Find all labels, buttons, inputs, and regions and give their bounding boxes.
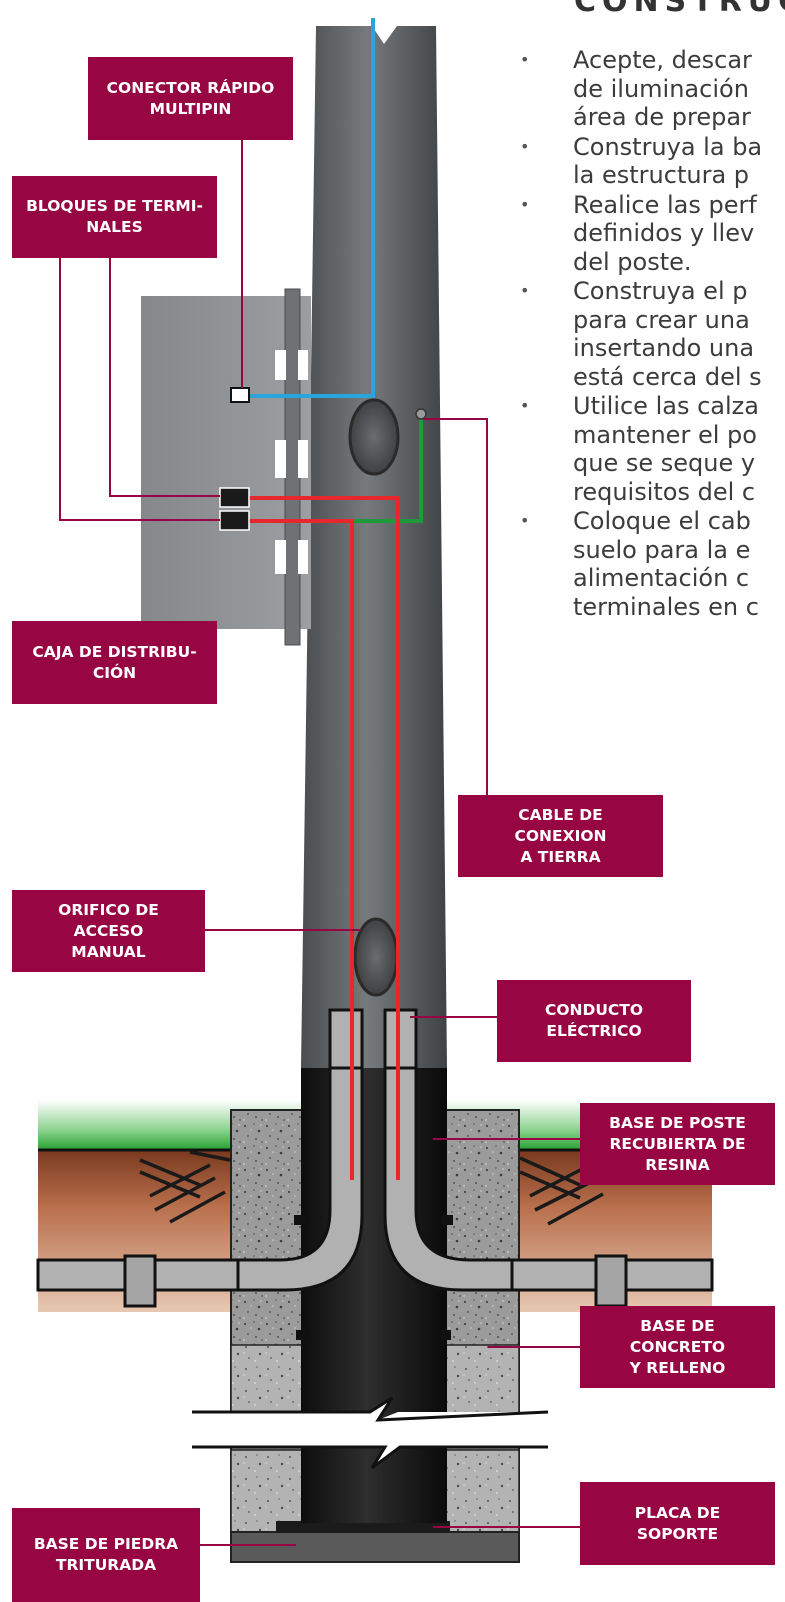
leader-lines <box>59 140 580 1546</box>
section-break <box>190 1396 549 1470</box>
soil-hatch-left <box>139 1150 231 1224</box>
leader-bloques-2 <box>59 258 220 521</box>
step-text: Coloque el cab suelo para la e alimentac… <box>573 507 759 621</box>
label-caja-distribucion: CAJA DE DISTRIBU- CIÓN <box>12 621 217 704</box>
label-bloques-terminales: BLOQUES DE TERMI- NALES <box>12 176 217 258</box>
label-conducto-electrico: CONDUCTO ELÉCTRICO <box>497 980 691 1062</box>
green-ground-cable <box>352 414 423 523</box>
support-plate <box>276 1521 450 1533</box>
step-item: • Realice las perf definidos y llev del p… <box>520 191 785 277</box>
upper-access-hole <box>348 398 400 476</box>
construction-steps-list: • Acepte, descar de iluminación área de p… <box>520 46 785 622</box>
label-placa-soporte: PLACA DE SOPORTE <box>580 1482 775 1565</box>
step-text: Acepte, descar de iluminación área de pr… <box>573 46 752 131</box>
pole-resin-base <box>294 1068 453 1523</box>
bullet-glyph: • <box>520 396 530 415</box>
multipin-connector <box>230 387 250 403</box>
bullet-glyph: • <box>520 194 530 214</box>
terminal-block-2 <box>219 510 250 531</box>
step-item: • Acepte, descar de iluminación área de p… <box>520 46 785 132</box>
conduit-top-right <box>383 1008 418 1070</box>
red-cable-2 <box>248 519 354 1180</box>
bullet-glyph: • <box>520 281 530 300</box>
blue-cable <box>246 18 375 398</box>
step-item: • Construya la ba la estructura p <box>520 133 785 190</box>
conduit-top-left <box>328 1008 364 1070</box>
step-item: • Utilice las calza mantener el po que se… <box>520 392 785 506</box>
pole-shaft <box>301 26 447 1068</box>
step-text: Realice las perf definidos y llev del po… <box>573 190 757 276</box>
step-text: Construya la ba la estructura p <box>573 132 763 190</box>
bullet-glyph: • <box>520 511 530 530</box>
section-heading: CONSTRUCCIÓN <box>574 0 785 19</box>
soil-hatch-right <box>519 1156 604 1226</box>
step-text: Utilice las calza mantener el po que se … <box>573 392 759 506</box>
ground-connector <box>415 408 427 420</box>
bullet-glyph: • <box>520 50 530 69</box>
buried-conduit-left <box>36 1254 270 1308</box>
red-cable-1 <box>248 496 400 1180</box>
label-base-concreto: BASE DE CONCRETO Y RELLENO <box>580 1306 775 1388</box>
label-orificio-acceso: ORIFICO DE ACCESO MANUAL <box>12 890 205 972</box>
label-base-poste: BASE DE POSTE RECUBIERTA DE RESINA <box>580 1103 775 1185</box>
step-item: • Construya el p para crear una insertand… <box>520 277 785 391</box>
step-item: • Coloque el cab suelo para la e alimenta… <box>520 507 785 621</box>
terminal-block-1 <box>219 487 250 508</box>
label-conector-rapido: CONECTOR RÁPIDO MULTIPIN <box>88 57 293 140</box>
distribution-box <box>141 288 311 646</box>
crushed-stone-base <box>230 1531 520 1563</box>
step-text: Construya el p para crear una insertando… <box>573 277 762 391</box>
leader-bloques-1 <box>109 258 220 497</box>
bullet-glyph: • <box>520 136 530 156</box>
elbow-conduit-left <box>236 1008 364 1292</box>
leader-tierra <box>424 418 488 795</box>
label-base-piedra: BASE DE PIEDRA TRITURADA <box>12 1508 200 1602</box>
manual-access-hole <box>353 917 399 997</box>
label-cable-tierra: CABLE DE CONEXION A TIERRA <box>458 795 663 877</box>
